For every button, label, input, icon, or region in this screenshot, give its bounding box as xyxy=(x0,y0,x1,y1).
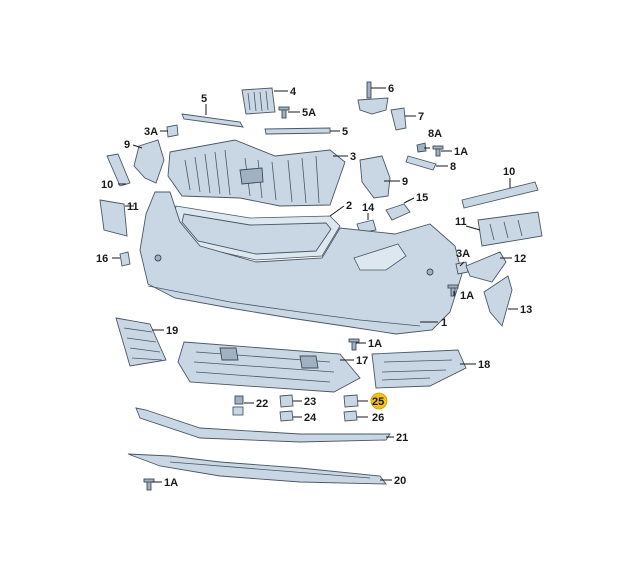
callout-1A-top: 1A xyxy=(454,146,468,158)
callout-7: 7 xyxy=(418,111,424,123)
part-8-bracket xyxy=(405,155,437,171)
part-26-clip xyxy=(343,410,358,422)
callout-21: 21 xyxy=(396,432,408,444)
leader-lines xyxy=(112,87,518,483)
callout-1A-bottom: 1A xyxy=(164,477,178,489)
part-13-air-guide xyxy=(483,275,513,327)
part-11-right-guide xyxy=(477,211,543,247)
part-25-clip xyxy=(343,394,359,408)
part-9-left-bracket xyxy=(133,139,165,184)
callout-22: 22 xyxy=(256,398,268,410)
part-11-left-guide xyxy=(99,199,128,237)
callout-11-right: 11 xyxy=(455,216,467,228)
callout-16: 16 xyxy=(96,253,108,265)
callout-2: 2 xyxy=(346,200,352,212)
callout-13: 13 xyxy=(520,304,532,316)
part-5-upper-strip xyxy=(181,113,244,128)
callout-5-upper: 5 xyxy=(201,93,207,105)
part-5A-screw xyxy=(278,106,290,119)
part-9-right-bracket xyxy=(359,155,391,199)
part-17-lower-grille xyxy=(177,341,361,393)
callout-4: 4 xyxy=(290,86,297,98)
part-1A-screw-right xyxy=(447,284,459,297)
callout-10-left: 10 xyxy=(101,179,113,191)
part-18-right-grille xyxy=(371,349,467,389)
callout-19: 19 xyxy=(166,325,178,337)
part-1-bumper-cover xyxy=(139,191,463,335)
callout-14: 14 xyxy=(362,202,375,214)
callout-3A-top: 3A xyxy=(144,126,158,138)
callout-5A: 5A xyxy=(302,107,316,119)
callout-1: 1 xyxy=(441,317,447,329)
callout-3A-right: 3A xyxy=(456,248,470,260)
part-5-lower-strip xyxy=(264,127,331,135)
callout-17: 17 xyxy=(356,355,368,367)
part-3-radiator-grille xyxy=(167,139,346,207)
part-19-left-grille xyxy=(115,317,167,367)
part-10-left-carrier xyxy=(106,153,131,187)
callout-8: 8 xyxy=(450,161,456,173)
callout-1A-right: 1A xyxy=(460,290,474,302)
part-15-cover xyxy=(385,203,411,221)
callout-15: 15 xyxy=(416,192,428,204)
callout-3: 3 xyxy=(350,151,356,163)
callout-8A: 8A xyxy=(428,128,442,140)
part-7-bracket xyxy=(390,107,407,131)
callout-1A-middle: 1A xyxy=(368,338,382,350)
callout-12: 12 xyxy=(514,253,526,265)
callout-9-left: 9 xyxy=(124,139,130,151)
callout-25: 25 xyxy=(372,396,384,408)
callout-20: 20 xyxy=(394,475,406,487)
part-8A-clip xyxy=(416,142,427,153)
callout-26: 26 xyxy=(372,412,384,424)
callout-18: 18 xyxy=(478,359,490,371)
part-23-clip xyxy=(279,394,294,408)
callout-labels: 4 6 5 5A 7 5 3A 9 3 8A 1A 8 10 9 10 11 2… xyxy=(96,83,532,489)
callout-10-right: 10 xyxy=(503,166,515,178)
callout-11-left: 11 xyxy=(127,201,139,213)
callout-6: 6 xyxy=(388,83,394,95)
part-1A-screw-bottom xyxy=(143,478,155,491)
callout-5-lower: 5 xyxy=(342,126,348,138)
part-12-side-bracket xyxy=(465,251,507,283)
part-1A-screw-middle xyxy=(348,338,360,351)
callout-24: 24 xyxy=(304,412,317,424)
highlight-marker-25 xyxy=(370,392,388,410)
callout-23: 23 xyxy=(304,396,316,408)
part-10-right-carrier xyxy=(461,181,539,209)
part-1A-screw-top xyxy=(432,145,444,157)
part-3A-clip xyxy=(166,124,179,138)
part-22-clip xyxy=(232,395,244,416)
part-6-bracket xyxy=(357,81,389,115)
part-4-trim-insert xyxy=(241,87,276,115)
part-16-sensor xyxy=(119,251,131,267)
part-24-clip xyxy=(279,410,294,422)
callout-9-right: 9 xyxy=(402,176,408,188)
